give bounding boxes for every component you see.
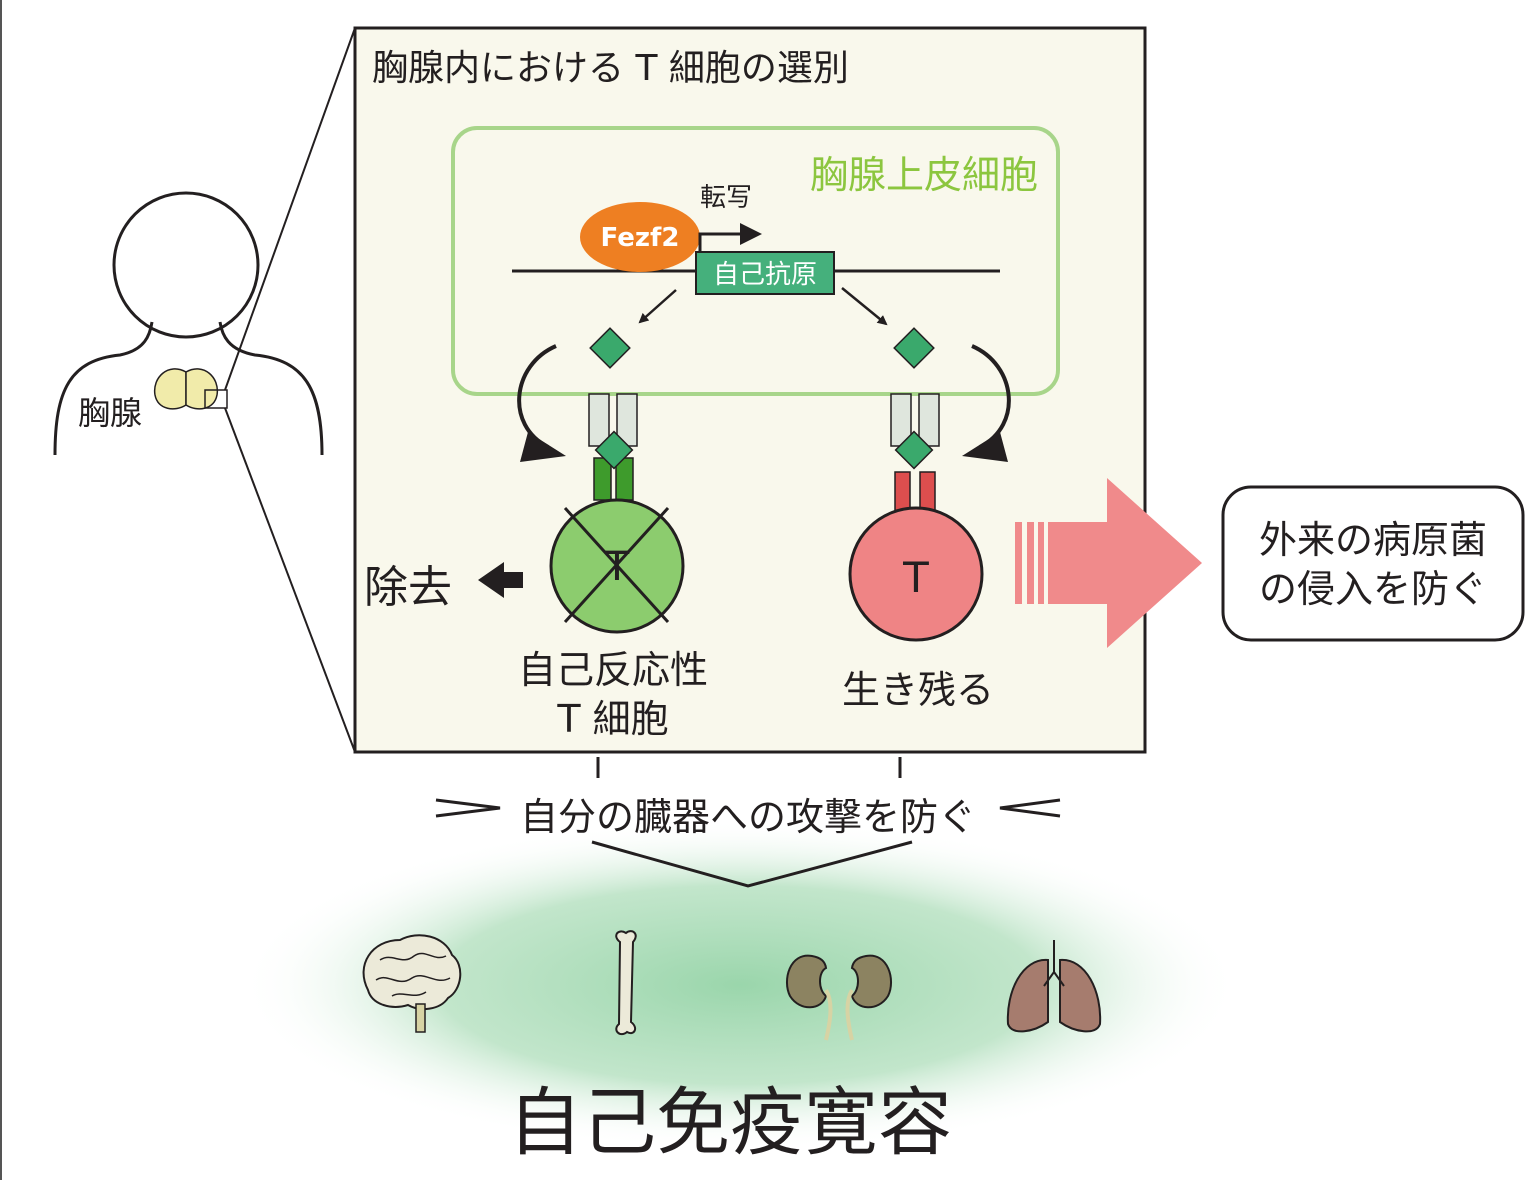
thymus-icon [153, 368, 219, 410]
pathogen-line2: の侵入を防ぐ [1259, 567, 1487, 611]
tolerance-glow [240, 820, 1240, 1150]
right-bound-antigen [894, 430, 934, 470]
human-head [112, 191, 260, 339]
brace-bottom [591, 840, 913, 888]
pathogen-defense-box [1221, 485, 1525, 642]
tolerance-label: 自己免疫寛容 [508, 1080, 952, 1166]
remove-arrow [478, 562, 523, 598]
surviving-t-cell [848, 506, 984, 642]
transcription-label: 転写 [700, 183, 752, 213]
fezf2-label: Fezf2 [601, 223, 680, 253]
lung-icon [1006, 940, 1102, 1033]
fezf2-protein [580, 202, 700, 272]
left-mhc [588, 393, 638, 447]
arrow-to-right-antigen [841, 287, 888, 326]
left-caption-line1: 自己反応性 [518, 648, 708, 692]
brace-right [999, 798, 1061, 818]
antigen-right [893, 327, 935, 369]
left-tcr [593, 457, 634, 501]
remove-label: 除去 [364, 562, 452, 613]
kidney-icon [786, 954, 892, 1041]
bone-icon [615, 930, 637, 1036]
epithelial-cell [451, 126, 1060, 396]
transcription-arrow [698, 232, 745, 254]
protection-arrow [1015, 478, 1202, 648]
left-caption-line2: T 細胞 [556, 697, 668, 741]
curve-arrowhead-right [962, 432, 1008, 462]
pathogen-line1: 外来の病原菌 [1259, 518, 1487, 562]
autoantigen-gene [695, 251, 835, 295]
gene-label: 自己抗原 [713, 260, 817, 290]
epithelial-label: 胸腺上皮細胞 [810, 153, 1038, 197]
brain-icon [362, 934, 462, 1033]
panel-title: 胸腺内における T 細胞の選別 [372, 48, 849, 89]
curve-arrowhead-left [520, 432, 566, 462]
elimination-cross [563, 506, 670, 624]
human-figure [53, 191, 324, 456]
arrow-to-left-antigen [638, 289, 677, 324]
antigen-left [589, 327, 631, 369]
left-bound-antigen [594, 430, 634, 470]
right-tcr [894, 471, 936, 513]
zoom-line-bottom [224, 407, 356, 753]
zoom-line-top [224, 27, 356, 391]
survive-label: 生き残る [842, 668, 994, 712]
transcription-arrowhead [740, 223, 762, 245]
human-shoulders [53, 321, 324, 456]
selection-panel [353, 26, 1147, 754]
right-mhc [890, 393, 940, 447]
zoom-source-box [204, 389, 228, 409]
brace-left [435, 798, 501, 818]
thymus-label: 胸腺 [78, 394, 142, 432]
organ-attack-label: 自分の臓器への攻撃を防ぐ [520, 795, 976, 839]
right-cell-letter: T [902, 553, 929, 602]
